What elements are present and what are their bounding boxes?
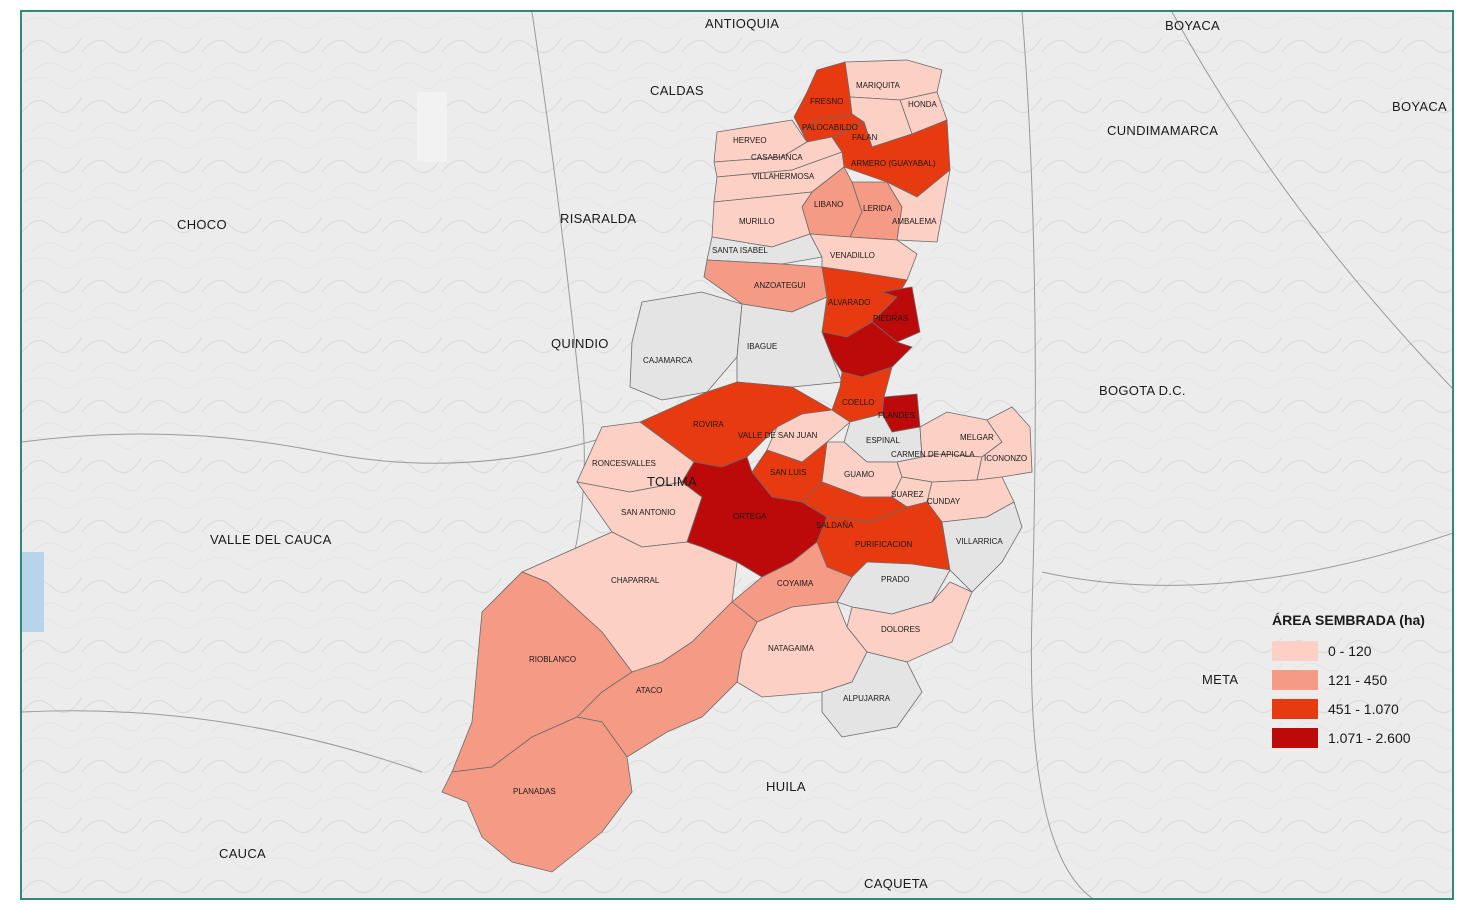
legend-label: 451 - 1.070 <box>1328 700 1399 717</box>
map-canvas[interactable]: MARIQUITA FRESNO HONDA PALOCABILDO FALAN… <box>22 12 1454 900</box>
legend-label: 121 - 450 <box>1328 671 1388 688</box>
label-casabianca: CASABIANCA <box>751 153 803 162</box>
label-chaparral: CHAPARRAL <box>611 576 660 585</box>
muni-ibague[interactable] <box>736 296 843 388</box>
dept-label-caldas: CALDAS <box>650 83 704 98</box>
label-fresno: FRESNO <box>810 97 843 106</box>
dept-label-boyaca-right: BOYACA <box>1392 99 1448 114</box>
muni-alpujarra[interactable] <box>821 651 923 738</box>
legend-label: 1.071 - 2.600 <box>1328 729 1411 746</box>
legend-title: ÁREA SEMBRADA (ha) <box>1272 612 1425 628</box>
label-alvarado: ALVARADO <box>828 298 870 307</box>
muni-ibague-south[interactable] <box>821 321 913 378</box>
dept-label-risaralda: RISARALDA <box>560 211 637 226</box>
muni-ambalema[interactable] <box>885 169 951 243</box>
label-prado: PRADO <box>881 575 909 584</box>
label-carmen-apicala: CARMEN DE APICALA <box>891 450 975 459</box>
boundary-line <box>1171 12 1452 389</box>
legend-item: 121 - 450 <box>1272 665 1452 694</box>
label-purificacion: PURIFICACION <box>855 540 913 549</box>
dept-label-bogota: BOGOTA D.C. <box>1099 383 1186 398</box>
muni-planadas[interactable] <box>441 716 633 873</box>
label-natagaima: NATAGAIMA <box>768 644 815 653</box>
label-guamo: GUAMO <box>844 470 874 479</box>
label-lerida: LERIDA <box>863 204 893 213</box>
label-san-luis: SAN LUIS <box>770 468 806 477</box>
dept-label-huila: HUILA <box>766 779 806 794</box>
label-villarrica: VILLARRICA <box>956 537 1003 546</box>
label-coello: COELLO <box>842 398 874 407</box>
dept-label-antioquia: ANTIOQUIA <box>705 16 780 31</box>
dept-label-cundinamarca: CUNDIMAMARCA <box>1107 123 1219 138</box>
label-ortega: ORTEGA <box>733 512 767 521</box>
label-honda: HONDA <box>908 100 938 109</box>
label-flandes: FLANDES <box>878 411 915 420</box>
label-libano: LIBANO <box>814 200 843 209</box>
legend-label: 0 - 120 <box>1328 642 1372 659</box>
dept-label-valle: VALLE DEL CAUCA <box>210 532 332 547</box>
label-venadillo: VENADILLO <box>830 251 875 260</box>
label-villahermosa: VILLAHERMOSA <box>752 172 815 181</box>
label-icononzo: ICONONZO <box>984 454 1027 463</box>
label-ataco: ATACO <box>636 686 662 695</box>
boundary-line <box>22 710 423 773</box>
label-san-antonio: SAN ANTONIO <box>621 508 676 517</box>
label-herveo: HERVEO <box>733 136 767 145</box>
dept-label-tolima: TOLIMA <box>647 474 697 489</box>
legend-item: 1.071 - 2.600 <box>1272 723 1452 752</box>
label-alpujarra: ALPUJARRA <box>843 694 891 703</box>
dept-label-choco: CHOCO <box>177 217 227 232</box>
label-piedras: PIEDRAS <box>873 314 908 323</box>
label-coyaima: COYAIMA <box>777 579 814 588</box>
label-planadas: PLANADAS <box>513 787 556 796</box>
label-santa-isabel: SANTA ISABEL <box>712 246 768 255</box>
boundary-line <box>22 431 623 464</box>
label-melgar: MELGAR <box>960 433 994 442</box>
legend-item: 0 - 120 <box>1272 636 1452 665</box>
label-ibague: IBAGUE <box>747 342 777 351</box>
legend-swatch <box>1272 640 1318 661</box>
label-palocabildo: PALOCABILDO <box>802 123 858 132</box>
legend-swatch <box>1272 727 1318 748</box>
label-anzoategui: ANZOATEGUI <box>754 281 805 290</box>
label-mariquita: MARIQUITA <box>856 81 901 90</box>
label-espinal: ESPINAL <box>866 436 900 445</box>
label-armero: ARMERO (GUAYABAL) <box>851 159 936 168</box>
boundary-line <box>1021 12 1093 898</box>
label-ambalema: AMBALEMA <box>892 217 937 226</box>
legend-item: 451 - 1.070 <box>1272 694 1452 723</box>
label-falan: FALAN <box>852 133 878 142</box>
label-saldana: SALDAÑA <box>816 521 854 530</box>
label-roncesvalles: RONCESVALLES <box>592 459 656 468</box>
label-suarez: SUAREZ <box>891 490 924 499</box>
label-cunday: CUNDAY <box>927 497 961 506</box>
label-valle-san-juan: VALLE DE SAN JUAN <box>738 431 818 440</box>
label-rovira: ROVIRA <box>693 420 724 429</box>
legend-swatch <box>1272 669 1318 690</box>
map-legend: ÁREA SEMBRADA (ha) 0 - 120 121 - 450 451… <box>1272 612 1452 752</box>
legend-swatch <box>1272 698 1318 719</box>
muni-villarrica[interactable] <box>941 501 1023 593</box>
label-dolores: DOLORES <box>881 625 920 634</box>
dept-label-boyaca-top: BOYACA <box>1165 18 1221 33</box>
label-murillo: MURILLO <box>739 217 775 226</box>
label-rioblanco: RIOBLANCO <box>529 655 576 664</box>
label-cajamarca: CAJAMARCA <box>643 356 693 365</box>
dept-label-cauca: CAUCA <box>219 846 267 861</box>
dept-label-quindio: QUINDIO <box>551 336 609 351</box>
dept-label-meta: META <box>1202 672 1239 687</box>
snow-peak <box>417 92 447 162</box>
boundary-line <box>1041 532 1452 586</box>
map-frame: MARIQUITA FRESNO HONDA PALOCABILDO FALAN… <box>20 10 1454 900</box>
dept-label-caqueta: CAQUETA <box>864 876 928 891</box>
water-body <box>22 552 44 632</box>
